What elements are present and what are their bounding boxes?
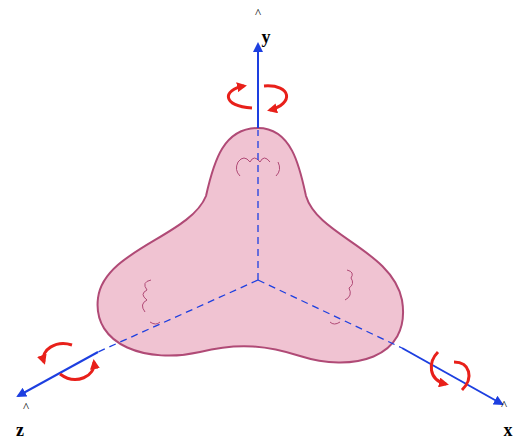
axis-label: y xyxy=(262,28,271,46)
axes xyxy=(18,44,502,404)
unit-hat: ^ xyxy=(501,398,507,411)
three-lobed-body xyxy=(98,128,404,362)
axis-label: x xyxy=(504,421,513,439)
axis-label: z xyxy=(16,421,24,439)
rotation-arrows xyxy=(43,86,469,390)
hidden-axes xyxy=(98,130,402,352)
unit-hat: ^ xyxy=(255,6,261,19)
lobe-curls xyxy=(142,158,352,324)
unit-hat: ^ xyxy=(23,400,29,413)
